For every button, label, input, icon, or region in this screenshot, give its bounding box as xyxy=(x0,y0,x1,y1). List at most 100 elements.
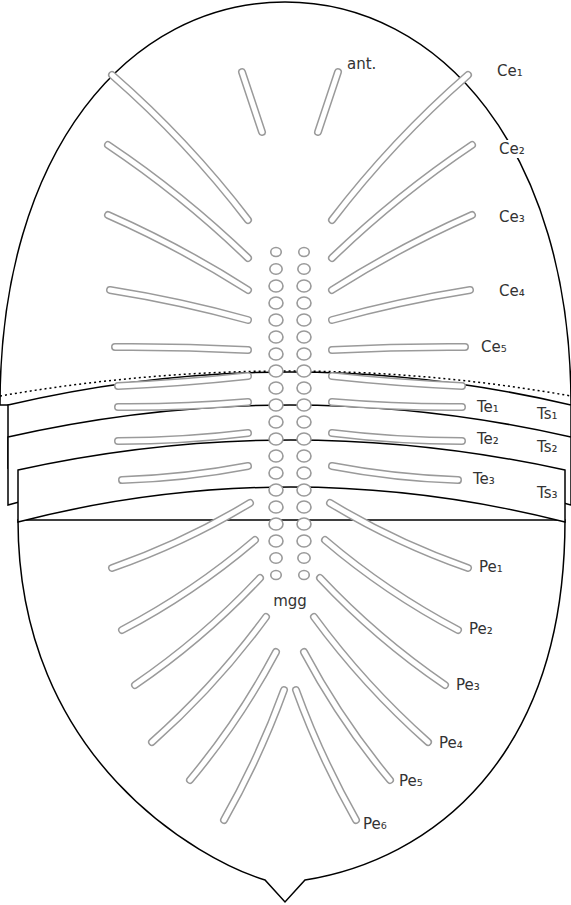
gland-cell xyxy=(269,297,283,309)
gland-cell xyxy=(299,248,310,257)
rib-outline xyxy=(332,466,458,480)
gland-cell xyxy=(269,484,283,496)
gland-cell xyxy=(297,416,311,428)
rib-interior xyxy=(332,433,462,441)
gland-cell xyxy=(297,501,311,513)
rib-interior xyxy=(242,72,262,132)
rib-interior xyxy=(314,617,428,742)
rib-interior xyxy=(296,690,356,820)
rib-outline xyxy=(224,690,284,820)
gland-cell xyxy=(297,484,311,496)
rib-outline xyxy=(332,215,472,290)
segment-label: Ce₄ xyxy=(498,282,526,300)
gland-cell xyxy=(269,314,283,326)
gland-cell xyxy=(298,553,310,564)
gland-cell xyxy=(269,518,283,530)
gland-cell xyxy=(297,518,311,530)
gland-cell xyxy=(269,416,283,428)
gland-cell xyxy=(297,280,311,292)
rib-outline xyxy=(332,290,470,320)
gland-cell xyxy=(270,553,282,564)
rib-interior xyxy=(118,402,248,407)
rib-interior xyxy=(332,145,472,258)
segment-label: Ce₃ xyxy=(498,208,526,226)
gland-cell xyxy=(271,248,282,257)
gland-cell xyxy=(297,433,311,445)
gland-cell xyxy=(297,399,311,411)
rib-interior xyxy=(152,617,266,742)
rib-outline xyxy=(115,347,248,350)
rib-outline xyxy=(325,540,458,630)
rib-outline xyxy=(332,347,465,350)
rib-interior xyxy=(122,466,248,480)
tergite-label: Ts₂ xyxy=(536,438,559,456)
rib-outline xyxy=(135,578,260,685)
rib-interior xyxy=(332,347,465,350)
gland-cell xyxy=(297,314,311,326)
segment-label: Ce₂ xyxy=(498,140,526,158)
rib-interior xyxy=(115,347,248,350)
gland-cell xyxy=(299,571,310,580)
rib-interior xyxy=(118,376,248,386)
rib-outline xyxy=(108,215,248,290)
rib-interior xyxy=(135,578,260,685)
tergite-label: Ts₁ xyxy=(536,405,559,423)
gland-cell xyxy=(297,467,311,479)
rib-outline xyxy=(110,290,248,320)
rib-interior xyxy=(332,402,462,407)
rib-interior xyxy=(110,290,248,320)
gland-cell xyxy=(269,365,283,377)
gland-cell xyxy=(297,450,311,462)
segment-label: Pe₃ xyxy=(455,676,481,694)
rib-interior xyxy=(332,290,470,320)
rib-interior xyxy=(224,690,284,820)
rib-outline xyxy=(332,402,462,407)
gland-cell xyxy=(269,501,283,513)
segment-label: Te₁ xyxy=(476,398,500,416)
segment-label: Pe₄ xyxy=(438,734,464,752)
rib-outline xyxy=(320,578,445,685)
rib-interior xyxy=(332,376,462,386)
rib-interior xyxy=(332,215,472,290)
rib-interior xyxy=(325,540,458,630)
gland-cell xyxy=(269,450,283,462)
cephalon-outline xyxy=(0,2,571,405)
segment-label: Pe₂ xyxy=(468,620,494,638)
rib-interior xyxy=(332,466,458,480)
rib-interior xyxy=(122,540,255,630)
rib-interior xyxy=(320,578,445,685)
gut-label: mgg xyxy=(272,592,308,610)
rib-outline xyxy=(190,652,276,780)
segment-label: Pe₆ xyxy=(362,815,388,833)
gland-cell xyxy=(270,264,282,275)
gland-cell xyxy=(297,535,311,547)
rib-outline xyxy=(314,617,428,742)
rib-outline xyxy=(118,433,248,441)
gland-cell xyxy=(269,399,283,411)
gland-cell xyxy=(297,331,311,343)
rib-interior xyxy=(304,652,390,780)
gland-cell xyxy=(297,348,311,360)
gland-cell xyxy=(269,280,283,292)
rib-outline xyxy=(332,433,462,441)
midgut-glands xyxy=(269,248,311,580)
rib-outline xyxy=(122,466,248,480)
cephalic-boundary xyxy=(0,371,571,396)
segment-label: Pe₁ xyxy=(478,558,504,576)
rib-outline xyxy=(304,652,390,780)
rib-interior xyxy=(108,145,248,258)
rib-interior xyxy=(190,652,276,780)
rib-outline xyxy=(318,72,338,132)
segment-label: Te₃ xyxy=(472,470,496,488)
gland-cell xyxy=(297,365,311,377)
rib-outline xyxy=(152,617,266,742)
rib-outline xyxy=(332,376,462,386)
gland-cell xyxy=(269,331,283,343)
rib-outline xyxy=(118,402,248,407)
thoracic-segment-3 xyxy=(18,440,565,522)
segment-label: Ce₅ xyxy=(480,338,508,356)
segmental-ribs xyxy=(108,72,472,820)
segment-label: Pe₅ xyxy=(398,772,424,790)
